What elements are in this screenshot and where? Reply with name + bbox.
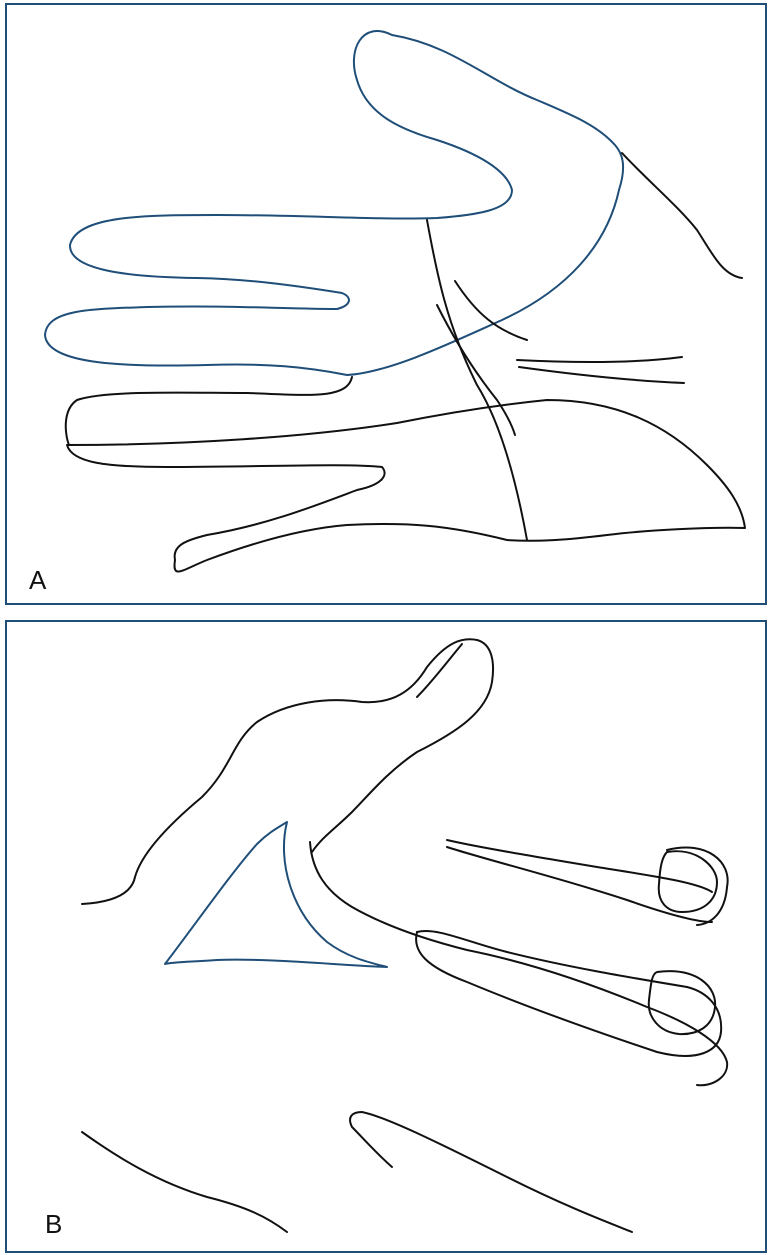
- dorsal-vein-line: [437, 305, 515, 435]
- panel-b: B: [5, 620, 767, 1253]
- panel-a-label: A: [29, 567, 46, 593]
- panel-a: A: [5, 3, 767, 605]
- thumb-outline: [82, 639, 493, 904]
- panel-b-drawing: [7, 622, 765, 1251]
- panel-a-drawing: [7, 5, 765, 603]
- palm-crease-line-1: [517, 357, 682, 362]
- middle-finger-outline: [416, 932, 721, 1056]
- panel-b-label: B: [45, 1211, 62, 1237]
- thumb-outline: [622, 153, 742, 278]
- index-finger-outline: [447, 840, 712, 892]
- first-web-space-shaded-region: [165, 822, 387, 967]
- palm-crease-upper: [455, 281, 527, 340]
- palmar-hand-shaded-region: [67, 400, 745, 572]
- wrist-divider-line: [427, 220, 527, 540]
- index-nail: [659, 851, 717, 912]
- middle-nail: [649, 971, 715, 1034]
- ring-finger-outline: [350, 1112, 632, 1232]
- palm-crease-line-2: [519, 367, 684, 383]
- palm-edge-outline: [82, 1132, 287, 1232]
- dorsal-hand-shaded-region: [45, 31, 623, 375]
